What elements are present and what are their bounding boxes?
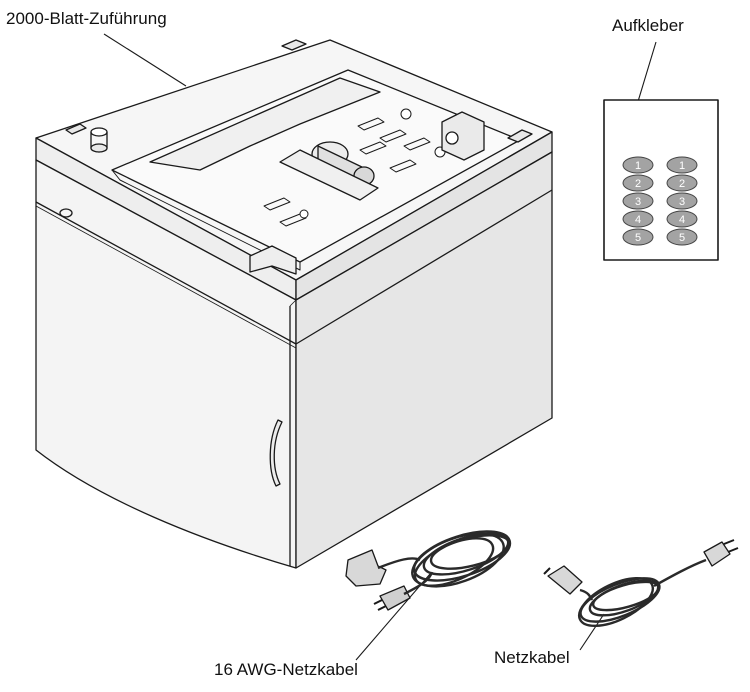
sticker-badge-number: 3: [679, 196, 685, 208]
sticker-badge: 5: [666, 228, 698, 246]
sticker-badge-number: 2: [635, 178, 641, 190]
callout-line-tray: [103, 33, 187, 87]
feeder-front-panel: [35, 159, 297, 569]
sticker-badge-number: 4: [635, 214, 641, 226]
sticker-badge-number: 5: [679, 232, 685, 244]
tray-markings: [263, 108, 446, 227]
sticker-badge: 3: [622, 192, 654, 210]
right-plug: [703, 541, 731, 567]
sticker-badge-number: 4: [679, 214, 685, 226]
cable-16awg: [345, 530, 512, 661]
top-bracket: [441, 111, 485, 161]
sticker-badge: 4: [622, 210, 654, 228]
sticker-badge-number: 2: [679, 178, 685, 190]
label-stickers: Aufkleber: [612, 16, 684, 35]
sticker-badge: 2: [622, 174, 654, 192]
sticker-badge: 5: [622, 228, 654, 246]
front-hole: [59, 208, 73, 218]
callout-line-power-cable: [579, 613, 605, 651]
corner-recess-right: [507, 129, 533, 143]
sticker-badge: 2: [666, 174, 698, 192]
sticker-badge: 3: [666, 192, 698, 210]
label-tray: 2000-Blatt-Zuführung: [6, 9, 167, 28]
sticker-badge: 1: [622, 156, 654, 174]
sticker-badge: 4: [666, 210, 698, 228]
callout-line-16awg: [355, 573, 431, 661]
front-bracket: [249, 245, 297, 275]
sticker-badge-number: 5: [635, 232, 641, 244]
paper-feeder-unit: [35, 39, 553, 569]
power-cable: [543, 539, 739, 651]
paper-guide: [149, 77, 381, 171]
sticker-sheet-outline: [603, 99, 719, 261]
sticker-badge: 1: [666, 156, 698, 174]
door-handle[interactable]: [269, 419, 283, 487]
corner-recess-top: [281, 39, 307, 51]
sticker-badge-number: 1: [679, 160, 685, 172]
sticker-sheet: [603, 41, 719, 261]
iec-connector: [345, 549, 387, 587]
alignment-pin: [90, 127, 108, 153]
roller-assembly: [279, 141, 379, 201]
feeder-side-panel: [295, 151, 553, 569]
sticker-badges: 1 1 2 2 3 3 4 4 5 5: [622, 156, 698, 246]
corner-recess-left: [65, 123, 87, 135]
left-connector: [547, 565, 583, 595]
label-cable-16awg: 16 AWG-Netzkabel: [214, 660, 358, 679]
label-power-cable: Netzkabel: [494, 648, 570, 667]
feeder-seam: [35, 189, 553, 345]
sticker-badge-number: 3: [635, 196, 641, 208]
sticker-badge-number: 1: [635, 160, 641, 172]
